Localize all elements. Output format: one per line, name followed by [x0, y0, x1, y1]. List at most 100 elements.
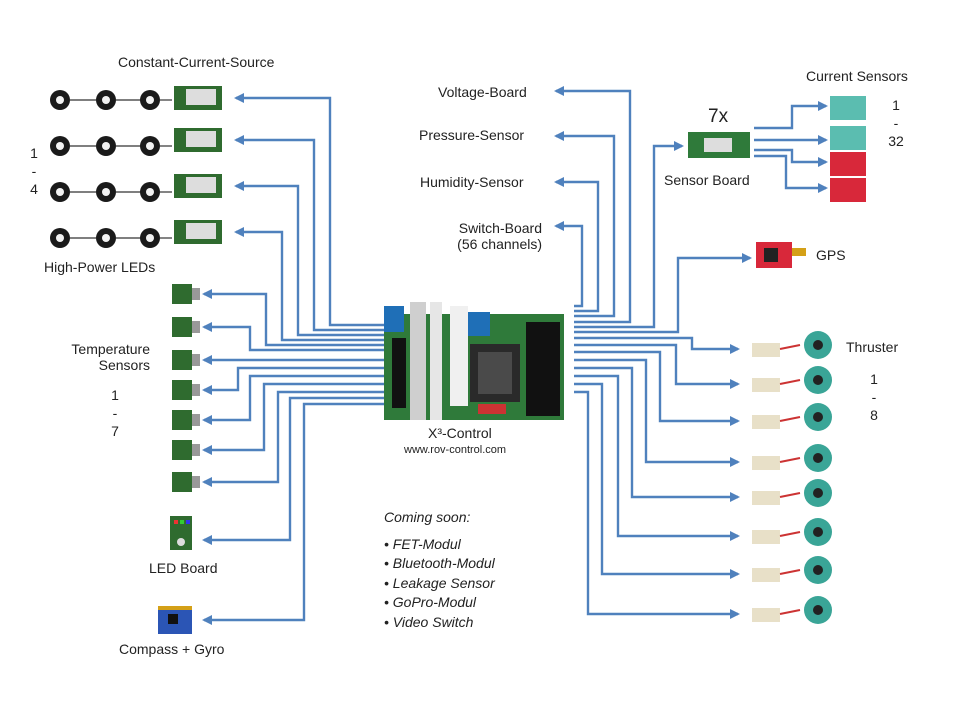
- led-lens: [102, 96, 110, 104]
- motor-wire: [779, 416, 801, 422]
- thruster-modules: [752, 331, 832, 624]
- motor-shaft: [813, 375, 823, 385]
- voltage-board-label: Voltage-Board: [438, 84, 527, 100]
- esc-board: [752, 378, 780, 392]
- led-lens: [146, 234, 154, 242]
- constant-current-modules: [174, 86, 222, 244]
- temperature-range: 1-7: [111, 387, 119, 439]
- esc-board: [752, 608, 780, 622]
- compass-gyro-label: Compass + Gyro: [119, 641, 225, 657]
- sensor-board-count: 7x: [708, 106, 729, 127]
- ccs-chip: [186, 131, 216, 147]
- switch-board-label: Switch-Board (56 channels): [457, 220, 542, 252]
- led-lens: [56, 234, 64, 242]
- led-lens: [56, 142, 64, 150]
- esc-board: [752, 568, 780, 582]
- temperature-sensor-modules: [172, 284, 200, 492]
- controller-board: [384, 302, 564, 420]
- connector-line: [574, 382, 740, 579]
- connector-line: [202, 390, 384, 487]
- connector-line: [574, 141, 684, 329]
- led-lens: [146, 188, 154, 196]
- coming-soon-title: Coming soon:: [384, 509, 471, 525]
- connector-line: [202, 396, 384, 545]
- motor-wire: [779, 492, 801, 498]
- coming-soon-item: • FET-Modul: [384, 535, 461, 552]
- temperature-sensor: [172, 410, 192, 430]
- connector-line: [574, 374, 740, 541]
- temperature-pins: [192, 321, 200, 333]
- led-lens: [102, 142, 110, 150]
- ccs-chip: [186, 223, 216, 239]
- led-board-label: LED Board: [149, 560, 218, 576]
- temperature-sensor: [172, 472, 192, 492]
- connector-line: [234, 181, 384, 337]
- led-lens: [102, 188, 110, 196]
- esc-board: [752, 415, 780, 429]
- current-range: 1-32: [888, 97, 904, 149]
- temperature-pins: [192, 414, 200, 426]
- coming-soon-item: • GoPro-Modul: [384, 594, 477, 610]
- coming-soon-box: Coming soon: • FET-Modul • Bluetooth-Mod…: [384, 508, 495, 632]
- temperature-sensor: [172, 317, 192, 337]
- sensor-board-module: [688, 132, 750, 158]
- motor-wire: [779, 609, 801, 615]
- coming-soon-item: • Bluetooth-Modul: [384, 555, 495, 571]
- compass-gyro-module: [158, 606, 192, 634]
- controller-label: X³-Control: [428, 425, 492, 441]
- motor-wire: [779, 344, 801, 350]
- connector-line: [202, 374, 384, 425]
- led-range: 1-4: [30, 145, 38, 197]
- led-lens: [146, 96, 154, 104]
- connector-line: [202, 322, 384, 352]
- connector-line: [202, 366, 384, 395]
- connector-line: [574, 358, 740, 467]
- ccs-chip: [186, 89, 216, 105]
- esc-board: [752, 530, 780, 544]
- esc-board: [752, 491, 780, 505]
- connector-line: [574, 343, 740, 389]
- motor-wire: [779, 457, 801, 463]
- motor-wire: [779, 569, 801, 575]
- motor-wire: [779, 531, 801, 537]
- gps-label: GPS: [816, 247, 846, 263]
- connector-line: [754, 154, 828, 193]
- motor-wire: [779, 379, 801, 385]
- connector-line: [754, 148, 828, 167]
- connector-line: [554, 131, 616, 318]
- motor-shaft: [813, 412, 823, 422]
- motor-shaft: [813, 453, 823, 463]
- thruster-range: 1-8: [870, 371, 878, 423]
- temperature-pins: [192, 476, 200, 488]
- temperature-pins: [192, 384, 200, 396]
- led-lens: [102, 234, 110, 242]
- led-board-module: [170, 516, 192, 550]
- connector-line: [202, 382, 384, 455]
- connector-line: [234, 135, 384, 332]
- connector-line: [202, 402, 384, 625]
- connector-line: [754, 101, 828, 130]
- thruster-label: Thruster: [846, 339, 899, 355]
- connector-line: [574, 366, 740, 502]
- motor-shaft: [813, 527, 823, 537]
- connector-line: [574, 336, 740, 354]
- connector-line: [554, 86, 632, 324]
- current-sensors-label: Current Sensors: [806, 68, 908, 84]
- esc-board: [752, 343, 780, 357]
- coming-soon-item: • Leakage Sensor: [384, 574, 495, 591]
- high-power-leds-label: High-Power LEDs: [44, 259, 156, 275]
- ccs-chip: [186, 177, 216, 193]
- temperature-sensors-label: Temperature Sensors: [71, 341, 150, 373]
- temperature-sensor: [172, 440, 192, 460]
- website-label: www.rov-control.com: [404, 444, 507, 456]
- gps-module: [756, 242, 806, 268]
- led-lens: [56, 188, 64, 196]
- coming-soon-item: • Video Switch: [384, 613, 474, 630]
- constant-current-source-label: Constant-Current-Source: [118, 54, 275, 70]
- humidity-sensor-label: Humidity-Sensor: [420, 174, 524, 190]
- sensor-board-label: Sensor Board: [664, 172, 750, 188]
- connector-line: [234, 93, 384, 327]
- temperature-pins: [192, 288, 200, 300]
- connector-line: [574, 253, 752, 334]
